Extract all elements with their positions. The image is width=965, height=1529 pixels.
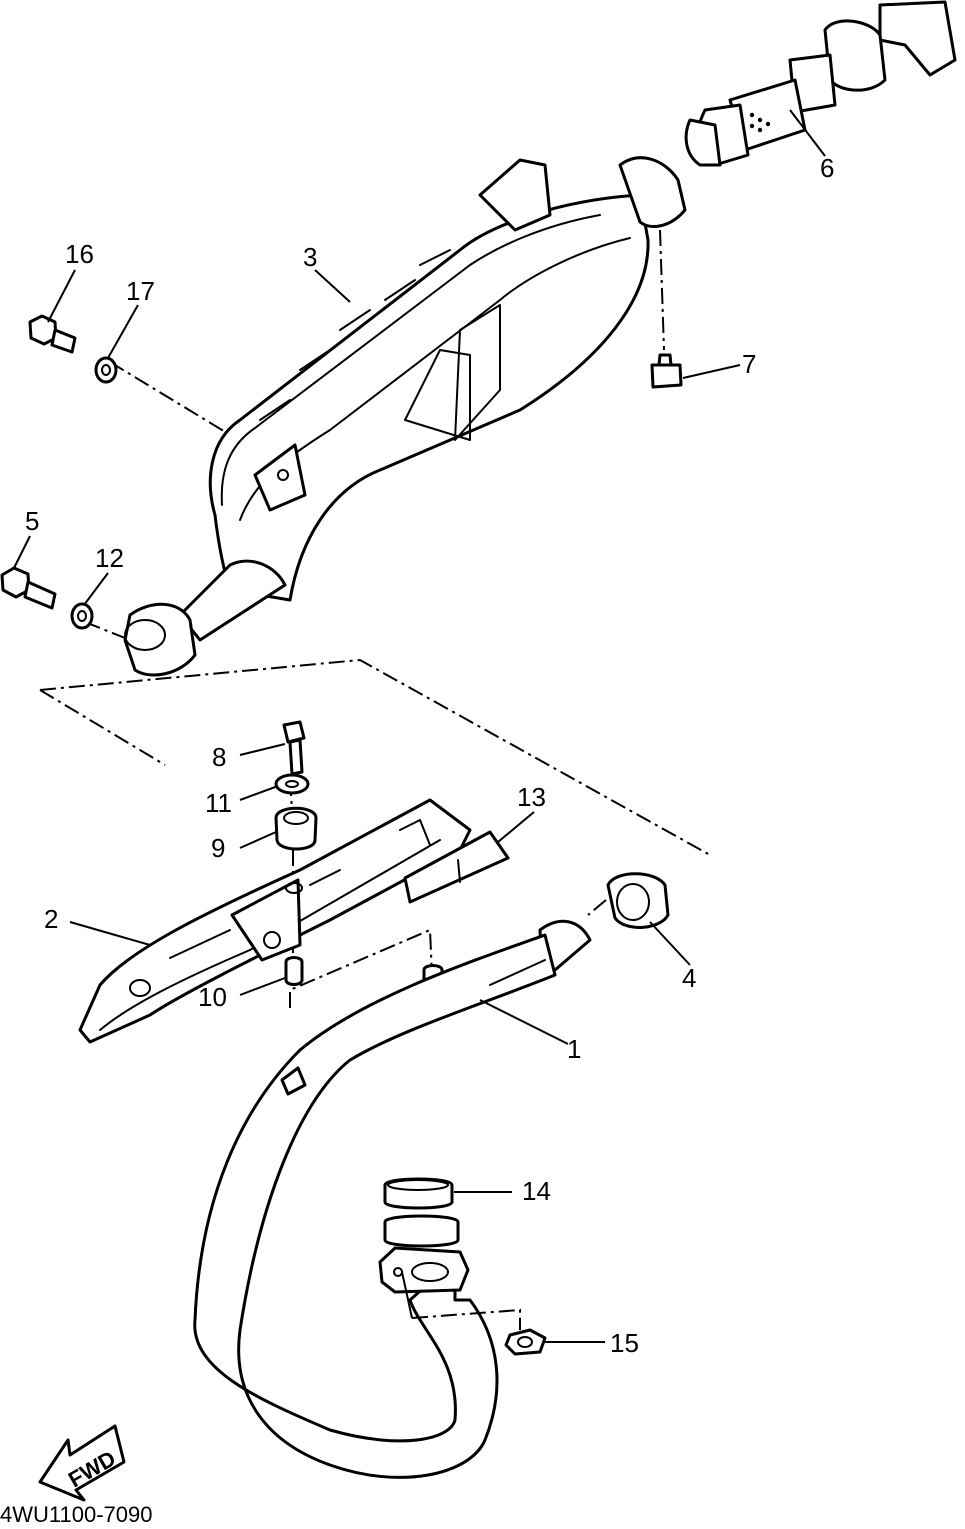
washer-12[interactable] [70, 602, 94, 630]
label-part-12: 12 [95, 543, 124, 573]
washer-11[interactable] [274, 773, 310, 795]
label-part-13: 13 [517, 782, 546, 812]
leader-lines [13, 109, 826, 1343]
muffler[interactable] [123, 156, 687, 677]
label-13[interactable] [403, 830, 510, 904]
label-part-11: 11 [205, 788, 232, 818]
label-part-7: 7 [742, 349, 756, 379]
bolt-16[interactable] [28, 314, 77, 354]
label-part-2: 2 [44, 904, 58, 934]
label-part-8: 8 [212, 742, 226, 772]
label-part-3: 3 [303, 242, 317, 272]
label-part-1: 1 [567, 1034, 581, 1064]
gasket-14[interactable] [383, 1177, 454, 1210]
label-part-16: 16 [65, 239, 94, 269]
exhaust-pipe[interactable] [193, 919, 592, 1479]
nut-15[interactable] [411, 1308, 547, 1356]
drawing-code: 4WU1100-7090 [0, 1502, 152, 1524]
damper-9[interactable] [274, 806, 318, 851]
label-part-9: 9 [211, 833, 225, 863]
label-part-17: 17 [126, 276, 155, 306]
bolt-5[interactable] [0, 566, 57, 610]
exhaust-flange[interactable] [378, 1214, 470, 1319]
fwd-arrow [38, 1424, 126, 1502]
label-part-4: 4 [682, 963, 696, 993]
label-part-10: 10 [198, 982, 227, 1012]
part-number-labels: 1 2 3 4 5 6 7 8 9 10 11 12 13 14 15 16 1… [25, 153, 834, 1358]
washer-17[interactable] [94, 356, 118, 384]
bolt-7[interactable] [650, 353, 683, 389]
collar-10[interactable] [284, 956, 304, 986]
bolt-8[interactable] [282, 720, 306, 776]
tail-pipe[interactable] [684, 0, 957, 167]
label-part-15: 15 [610, 1328, 639, 1358]
protector[interactable] [78, 798, 472, 1044]
label-part-5: 5 [25, 506, 39, 536]
label-part-14: 14 [522, 1176, 551, 1206]
gasket-4[interactable] [606, 872, 670, 929]
label-part-6: 6 [820, 153, 834, 183]
